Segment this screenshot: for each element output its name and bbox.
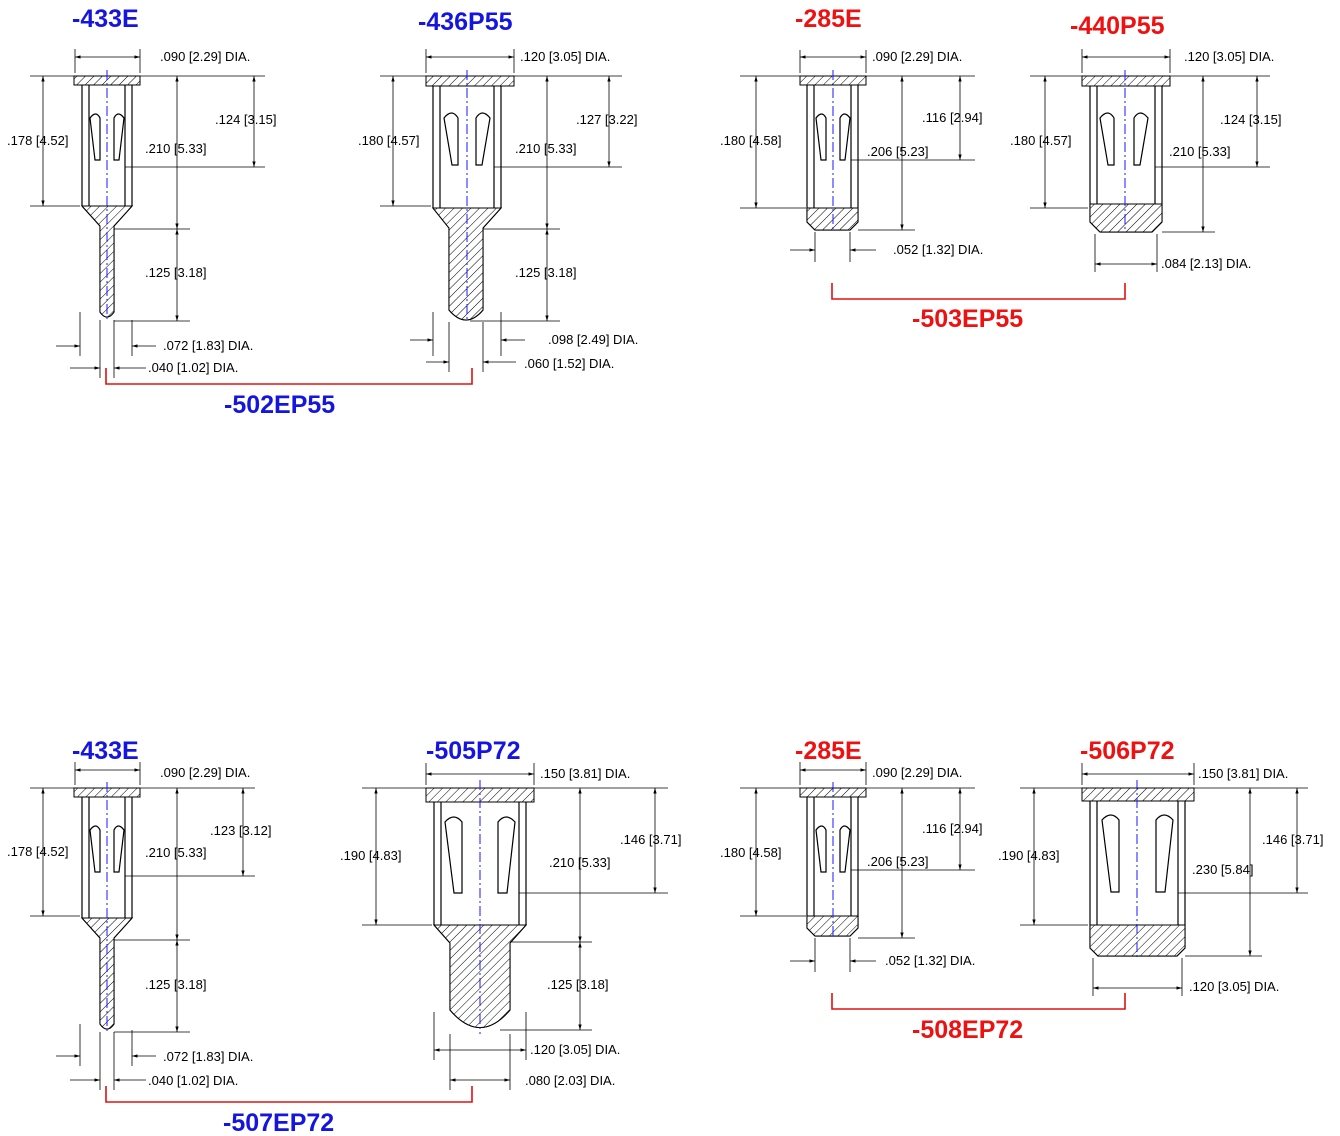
dim-length-285e: .180 [4.58] <box>720 133 781 148</box>
part-label-433e-b: -433E <box>72 737 139 765</box>
dim-total-505p72: .210 [5.33] <box>549 855 610 870</box>
dim-pin-dia-433e: .040 [1.02] DIA. <box>148 360 238 375</box>
part-label-506p72: -506P72 <box>1080 737 1175 765</box>
dimensions-506p72: .150 [3.81] DIA. .190 [4.83] .146 [3.71]… <box>998 763 1323 996</box>
dim-total-506p72: .230 [5.84] <box>1192 862 1253 877</box>
part-label-285e: -285E <box>795 5 862 33</box>
dim-depth-285e-b: .116 [2.94] <box>922 821 982 836</box>
dim-length-285e-b: .180 [4.58] <box>720 845 781 860</box>
dimensions-433e-b: .090 [2.29] DIA. .178 [4.52] .123 [3.12]… <box>7 762 271 1090</box>
assembly-bracket-507ep72 <box>105 1086 473 1103</box>
dim-depth-285e: .116 [2.94] <box>922 110 982 125</box>
dimensions-436p55: .120 [3.05] DIA. .180 [4.57] .127 [3.22]… <box>358 49 638 372</box>
dim-pin-dia-505p72: .080 [2.03] DIA. <box>525 1073 615 1088</box>
part-label-433e: -433E <box>72 5 139 33</box>
dim-top-dia-433e-b: .090 [2.29] DIA. <box>160 765 250 780</box>
dim-tail-433e-b: .125 [3.18] <box>145 977 206 992</box>
part-label-440p55: -440P55 <box>1070 12 1165 40</box>
dim-pin-dia-436p55: .060 [1.52] DIA. <box>524 356 614 371</box>
dimensions-505p72: .150 [3.81] DIA. .190 [4.83] .146 [3.71]… <box>340 763 681 1090</box>
dim-tail-dia-433e: .072 [1.83] DIA. <box>163 338 253 353</box>
dim-length-433e-b: .178 [4.52] <box>7 844 68 859</box>
dim-depth-505p72: .146 [3.71] <box>620 832 681 847</box>
dim-top-dia-505p72: .150 [3.81] DIA. <box>540 766 630 781</box>
dim-tail-dia-436p55: .098 [2.49] DIA. <box>548 332 638 347</box>
part-drawing-433e-b <box>73 782 141 1034</box>
part-label-505p72: -505P72 <box>426 737 521 765</box>
dim-pin-dia-433e-b: .040 [1.02] DIA. <box>148 1073 238 1088</box>
part-label-436p55: -436P55 <box>418 8 513 36</box>
dimensions-285e-b: .090 [2.29] DIA. .180 [4.58] .116 [2.94]… <box>720 762 982 972</box>
part-drawing-506p72 <box>1081 780 1195 958</box>
dim-depth-433e: .124 [3.15] <box>215 112 276 127</box>
dim-top-dia-285e-b: .090 [2.29] DIA. <box>872 765 962 780</box>
dim-top-dia-436p55: .120 [3.05] DIA. <box>520 49 610 64</box>
dim-length-436p55: .180 [4.57] <box>358 133 419 148</box>
dimensions-285e: .090 [2.29] DIA. .180 [4.58] .116 [2.94]… <box>720 49 983 262</box>
panel-bottom-right: -285E -506P72 .090 [2.29] DIA. .180 [4.5… <box>720 737 1323 1044</box>
assembly-label-508ep72: -508EP72 <box>912 1016 1023 1044</box>
dim-tail-436p55: .125 [3.18] <box>515 265 576 280</box>
part-drawing-440p55 <box>1081 70 1171 233</box>
part-drawing-433e <box>73 70 141 322</box>
panel-top-right: -285E -440P55 .090 [2.29] DIA. .180 [4.5… <box>720 5 1281 333</box>
dim-top-dia-285e: .090 [2.29] DIA. <box>872 49 962 64</box>
dim-length-433e: .178 [4.52] <box>7 133 68 148</box>
dim-total-285e-b: .206 [5.23] <box>867 854 928 869</box>
panel-top-left: -433E -436P55 .090 [2.29] DIA. .178 [4.5… <box>7 5 638 419</box>
dim-depth-436p55: .127 [3.22] <box>576 112 637 127</box>
dimensions-440p55: .120 [3.05] DIA. .180 [4.57] .124 [3.15]… <box>1010 49 1281 272</box>
part-drawing-285e <box>799 70 867 231</box>
part-drawing-436p55 <box>425 70 515 321</box>
dim-length-505p72: .190 [4.83] <box>340 848 401 863</box>
dim-bottom-dia-440p55: .084 [2.13] DIA. <box>1161 256 1251 271</box>
dim-top-dia-440p55: .120 [3.05] DIA. <box>1184 49 1274 64</box>
part-drawing-285e-b <box>799 782 867 937</box>
assembly-bracket-508ep72 <box>831 993 1126 1010</box>
dim-tail-dia-505p72: .120 [3.05] DIA. <box>530 1042 620 1057</box>
part-drawing-505p72 <box>425 780 535 1034</box>
dim-length-440p55: .180 [4.57] <box>1010 133 1071 148</box>
dimensions-433e: .090 [2.29] DIA. .178 [4.52] .124 [3.15]… <box>7 49 276 378</box>
dim-tail-505p72: .125 [3.18] <box>547 977 608 992</box>
assembly-bracket-502ep55 <box>105 368 473 385</box>
dim-depth-506p72: .146 [3.71] <box>1262 832 1323 847</box>
assembly-label-503ep55: -503EP55 <box>912 305 1023 333</box>
assembly-label-507ep72: -507EP72 <box>223 1109 334 1136</box>
dim-total-285e: .206 [5.23] <box>867 144 928 159</box>
dim-total-440p55: .210 [5.33] <box>1169 144 1230 159</box>
dim-total-433e-b: .210 [5.33] <box>145 845 206 860</box>
dim-total-436p55: .210 [5.33] <box>515 141 576 156</box>
assembly-bracket-503ep55 <box>831 283 1126 300</box>
assembly-label-502ep55: -502EP55 <box>224 391 335 419</box>
dim-length-506p72: .190 [4.83] <box>998 848 1059 863</box>
dim-top-dia-433e: .090 [2.29] DIA. <box>160 49 250 64</box>
panel-bottom-left: -433E -505P72 .090 [2.29] DIA. .178 [4.5… <box>7 737 681 1136</box>
dim-top-dia-506p72: .150 [3.81] DIA. <box>1198 766 1288 781</box>
dim-bottom-dia-285e: .052 [1.32] DIA. <box>893 242 983 257</box>
dim-bottom-dia-506p72: .120 [3.05] DIA. <box>1189 979 1279 994</box>
dim-total-433e: .210 [5.33] <box>145 141 206 156</box>
part-label-285e-b: -285E <box>795 737 862 765</box>
dim-tail-433e: .125 [3.18] <box>145 265 206 280</box>
dim-tail-dia-433e-b: .072 [1.83] DIA. <box>163 1049 253 1064</box>
dim-depth-433e-b: .123 [3.12] <box>210 823 271 838</box>
dim-depth-440p55: .124 [3.15] <box>1220 112 1281 127</box>
dim-bottom-dia-285e-b: .052 [1.32] DIA. <box>885 953 975 968</box>
